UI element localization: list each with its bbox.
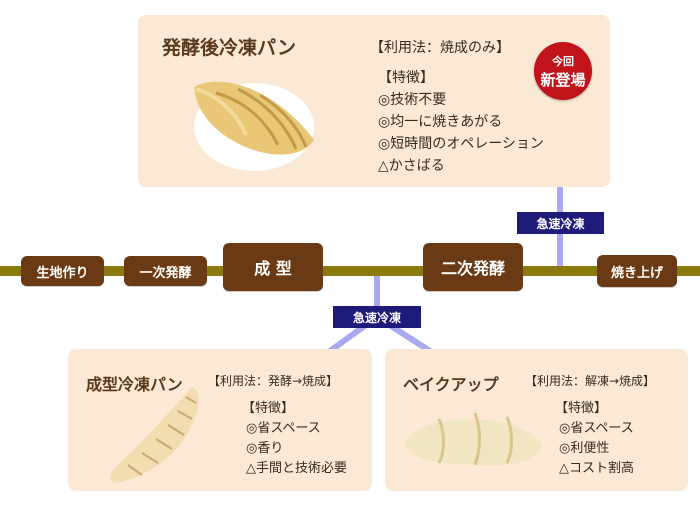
left-card-title: 成型冷凍パン [86,375,183,394]
badge-line1: 今回 [552,54,574,68]
top-card: 発酵後冷凍パン 【利用法：焼成のみ】 【特徴】 ◎技術不要 ◎均一に焼きあがる … [138,15,610,187]
process-step: 成 型 [223,243,323,291]
left-card: 成型冷凍パン 【利用法：発酵→焼成】 【特徴】 ◎省スペース ◎香り △手間と技… [68,349,372,491]
croissant-raw-icon [110,387,199,483]
right-card-feature: ◎利便性 [559,441,610,456]
right-card-feature: ◎省スペース [559,421,634,436]
badge-line2: 新登場 [540,70,586,89]
process-line [0,266,700,276]
process-step: 焼き上げ [597,255,677,287]
left-card-usage: 【利用法：発酵→焼成】 [208,374,339,388]
top-card-feature: ◎均一に焼きあがる [378,114,503,130]
top-card-features-header: 【特徴】 [378,70,434,86]
croissant-baked-icon [194,81,314,171]
new-release-badge: 今回 新登場 [534,42,592,100]
left-card-feature: ◎省スペース [246,421,321,436]
left-card-features-header: 【特徴】 [242,401,295,416]
bottom-connector-stem [374,274,380,320]
left-card-feature: ◎香り [246,441,284,456]
right-card-feature: △コスト割高 [559,461,634,476]
freeze-tag-bottom: 急速冷凍 [333,306,421,328]
right-card-title: ベイクアップ [403,375,499,394]
right-card-features-header: 【特徴】 [555,401,608,416]
top-card-feature: △かさばる [378,158,445,174]
top-card-feature: ◎技術不要 [378,92,447,108]
top-card-feature: ◎短時間のオペレーション [378,136,544,152]
top-card-title: 発酵後冷凍パン [162,37,296,59]
freeze-tag-top: 急速冷凍 [517,212,604,234]
right-card-usage: 【利用法：解凍→焼成】 [525,374,656,388]
process-step: 一次発酵 [124,256,207,286]
right-card: ベイクアップ 【利用法：解凍→焼成】 【特徴】 ◎省スペース ◎利便性 △コスト… [385,349,688,491]
process-step: 生地作り [21,256,104,286]
left-card-feature: △手間と技術必要 [246,461,347,476]
process-step: 二次発酵 [423,243,523,291]
croissant-pale-icon [405,412,543,466]
top-card-usage: 【利用法：焼成のみ】 [370,40,510,56]
